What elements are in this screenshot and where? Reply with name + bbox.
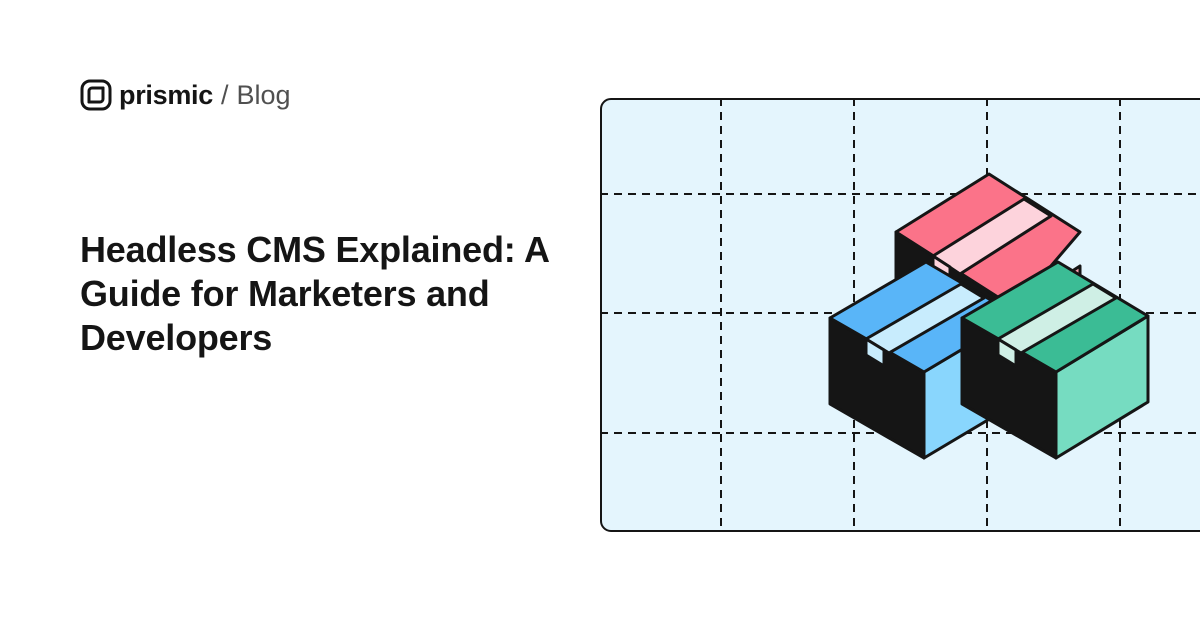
panel-border	[600, 98, 1200, 532]
blog-header: prismic / Blog	[80, 78, 291, 112]
prismic-logo-icon[interactable]	[80, 79, 112, 111]
breadcrumb-separator: /	[220, 80, 229, 110]
grid-panel	[601, 99, 1200, 531]
boxes-illustration	[600, 98, 1200, 532]
blue-box-tape-flap	[864, 337, 886, 368]
article-title: Headless CMS Explained: A Guide for Mark…	[80, 229, 549, 358]
green-box-tape-flap	[996, 337, 1018, 368]
breadcrumb-blog[interactable]: Blog	[236, 80, 291, 110]
brand-name[interactable]: prismic	[119, 80, 213, 110]
green-box	[960, 260, 1150, 460]
